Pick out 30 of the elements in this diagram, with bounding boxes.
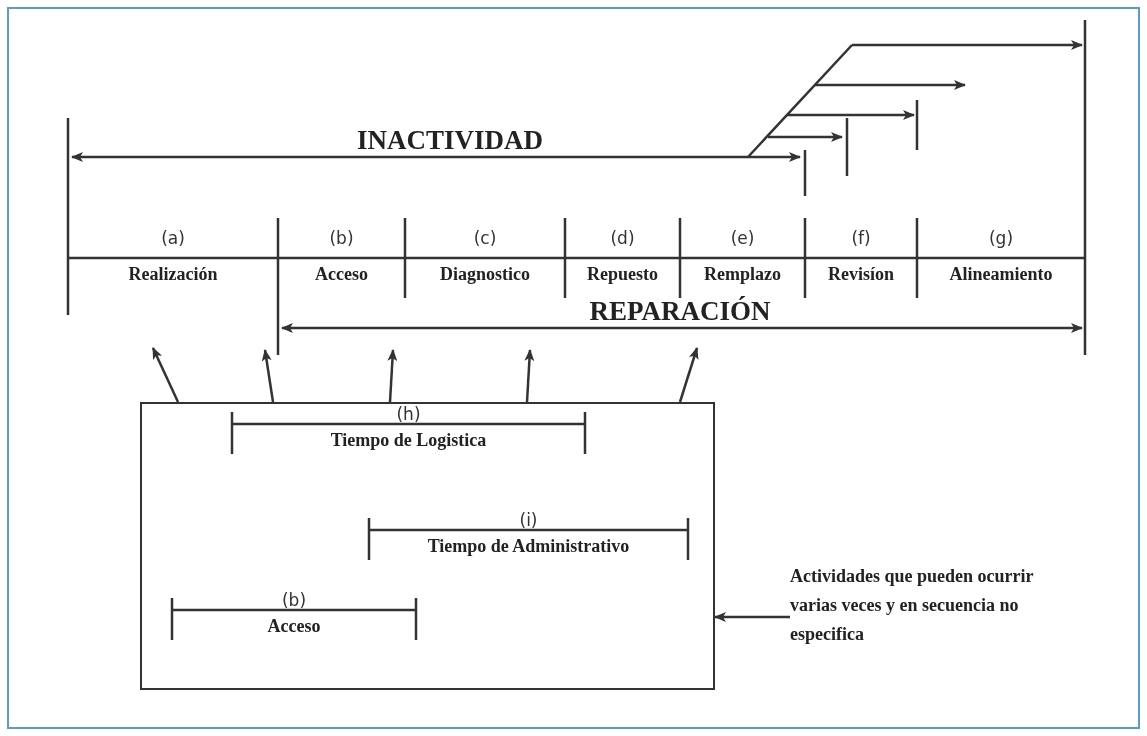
interval-name: Tiempo de Logistica — [330, 430, 487, 451]
arrow — [524, 349, 535, 403]
segment-letter: (f) — [851, 228, 871, 248]
interval-name: Acceso — [267, 616, 321, 637]
dimension-label: REPARACIÓN — [589, 296, 771, 327]
segment-name: Acceso — [315, 264, 368, 285]
dimension-label: INACTIVIDAD — [357, 125, 543, 156]
arrow — [151, 347, 180, 403]
interval-letter: (h) — [396, 404, 421, 424]
segment-name: Revisíon — [828, 264, 894, 285]
arrow — [714, 612, 790, 622]
note-text: Actividades que pueden ocurrir varias veces y en secuencia no especifica — [790, 565, 1035, 646]
segment-letter: (g) — [988, 228, 1014, 248]
interval-letter: (b) — [281, 590, 307, 610]
segment-letter: (a) — [161, 228, 185, 248]
arrow — [387, 349, 398, 403]
segment-letter: (d) — [610, 228, 635, 248]
segment-name: Realización — [128, 264, 218, 285]
arrow — [261, 349, 275, 403]
segment-letter: (c) — [473, 228, 497, 248]
segment-name: Remplazo — [704, 264, 781, 285]
activity-box — [140, 402, 715, 690]
interval-letter: (i) — [519, 510, 538, 530]
segment-name: Alineamiento — [949, 264, 1053, 285]
segment-name: Repuesto — [587, 264, 658, 285]
segment-letter: (e) — [730, 228, 755, 248]
segment-letter: (b) — [329, 228, 354, 248]
segment-name: Diagnostico — [440, 264, 530, 285]
interval-name: Tiempo de Administrativo — [427, 536, 630, 557]
arrow — [678, 347, 699, 403]
